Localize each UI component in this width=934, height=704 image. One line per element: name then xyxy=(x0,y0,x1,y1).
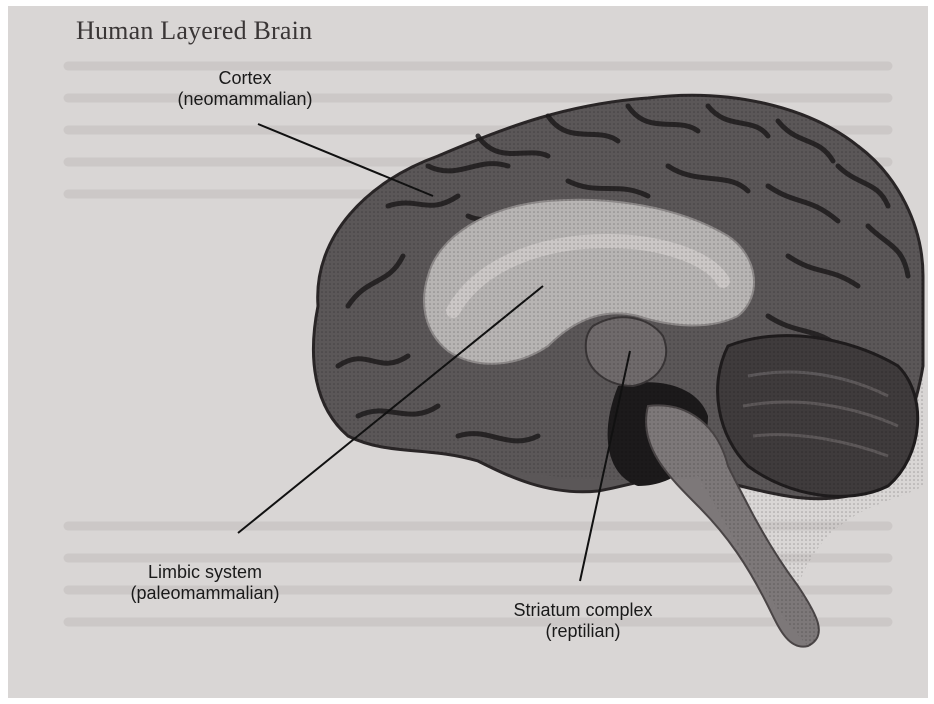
striatum-label-line2: (reptilian) xyxy=(478,621,688,642)
cortex-leader-line xyxy=(258,124,433,196)
book-page: Human Layered Brain xyxy=(8,6,928,698)
halftone-overlay xyxy=(313,95,923,646)
limbic-system-label: Limbic system (paleomammalian) xyxy=(90,562,320,604)
striatum-label-line1: Striatum complex xyxy=(478,600,688,621)
limbic-label-line1: Limbic system xyxy=(90,562,320,583)
striatum-complex-label: Striatum complex (reptilian) xyxy=(478,600,688,642)
cortex-label-line1: Cortex xyxy=(160,68,330,89)
limbic-label-line2: (paleomammalian) xyxy=(90,583,320,604)
cortex-label: Cortex (neomammalian) xyxy=(160,68,330,110)
cortex-label-line2: (neomammalian) xyxy=(160,89,330,110)
